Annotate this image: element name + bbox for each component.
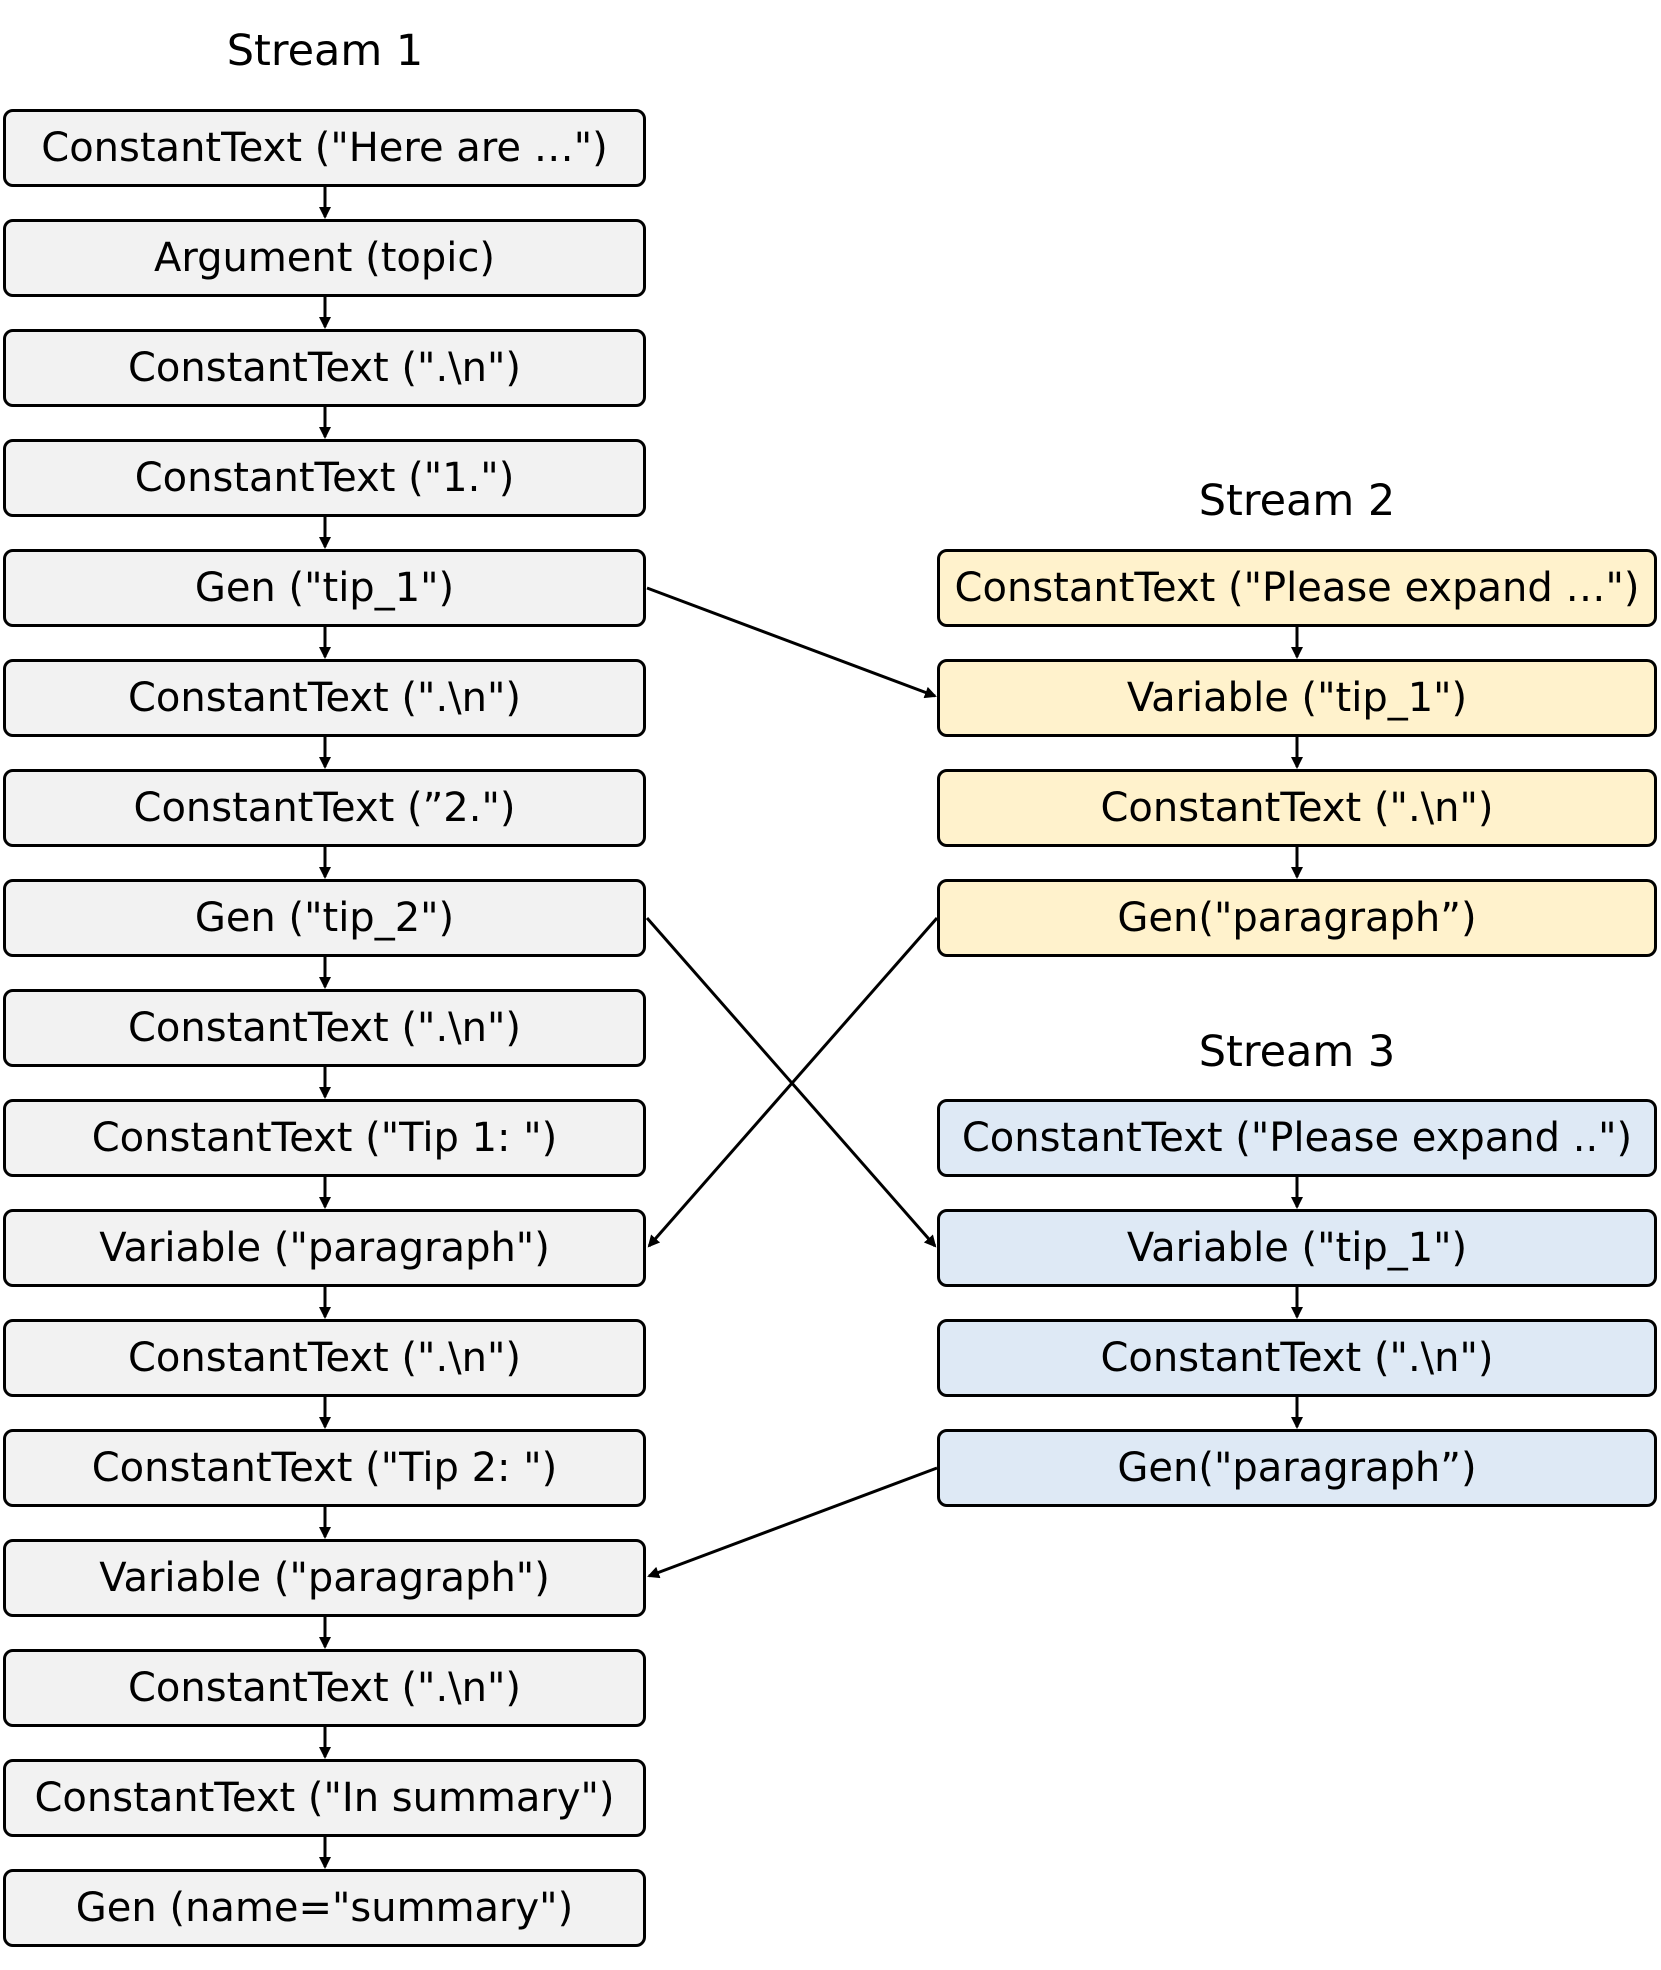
stream1-constant-newline-3: ConstantText (".\n")	[3, 989, 646, 1067]
stream-2-title: Stream 2	[1198, 476, 1396, 526]
stream2-constant-please-expand: ConstantText ("Please expand …")	[937, 549, 1657, 627]
stream2-gen-paragraph: Gen("paragraph”)	[937, 879, 1657, 957]
stream1-variable-paragraph-2: Variable ("paragraph")	[3, 1539, 646, 1617]
stream1-gen-tip-1: Gen ("tip_1")	[3, 549, 646, 627]
stream-3-title: Stream 3	[1198, 1027, 1396, 1077]
stream2-constant-newline: ConstantText (".\n")	[937, 769, 1657, 847]
stream3-variable-tip-1: Variable ("tip_1")	[937, 1209, 1657, 1287]
stream1-constant-here-are: ConstantText ("Here are …")	[3, 109, 646, 187]
stream1-argument-topic: Argument (topic)	[3, 219, 646, 297]
stream1-constant-newline-4: ConstantText (".\n")	[3, 1319, 646, 1397]
stream1-constant-tip-1: ConstantText ("Tip 1: ")	[3, 1099, 646, 1177]
stream1-constant-1: ConstantText ("1.")	[3, 439, 646, 517]
stream-1-title: Stream 1	[226, 26, 424, 76]
link-gen-tip-2-to-stream3-variable	[645, 917, 937, 1248]
stream3-gen-paragraph: Gen("paragraph”)	[937, 1429, 1657, 1507]
stream3-constant-newline: ConstantText (".\n")	[937, 1319, 1657, 1397]
stream1-gen-summary: Gen (name="summary")	[3, 1869, 646, 1947]
link-stream3-gen-to-variable-paragraph-2	[647, 1466, 938, 1579]
stream1-constant-tip-2: ConstantText ("Tip 2: ")	[3, 1429, 646, 1507]
stream1-gen-tip-2: Gen ("tip_2")	[3, 879, 646, 957]
stream3-constant-please-expand: ConstantText ("Please expand ..")	[937, 1099, 1657, 1177]
stream2-variable-tip-1: Variable ("tip_1")	[937, 659, 1657, 737]
stream1-constant-in-summary: ConstantText ("In summary")	[3, 1759, 646, 1837]
stream1-constant-2: ConstantText (”2.")	[3, 769, 646, 847]
stream1-constant-newline-2: ConstantText (".\n")	[3, 659, 646, 737]
stream1-variable-paragraph-1: Variable ("paragraph")	[3, 1209, 646, 1287]
stream1-constant-newline-1: ConstantText (".\n")	[3, 329, 646, 407]
stream1-constant-newline-5: ConstantText (".\n")	[3, 1649, 646, 1727]
link-stream2-gen-to-variable-paragraph-1	[647, 917, 939, 1248]
link-gen-tip-1-to-stream2-variable	[646, 586, 937, 699]
